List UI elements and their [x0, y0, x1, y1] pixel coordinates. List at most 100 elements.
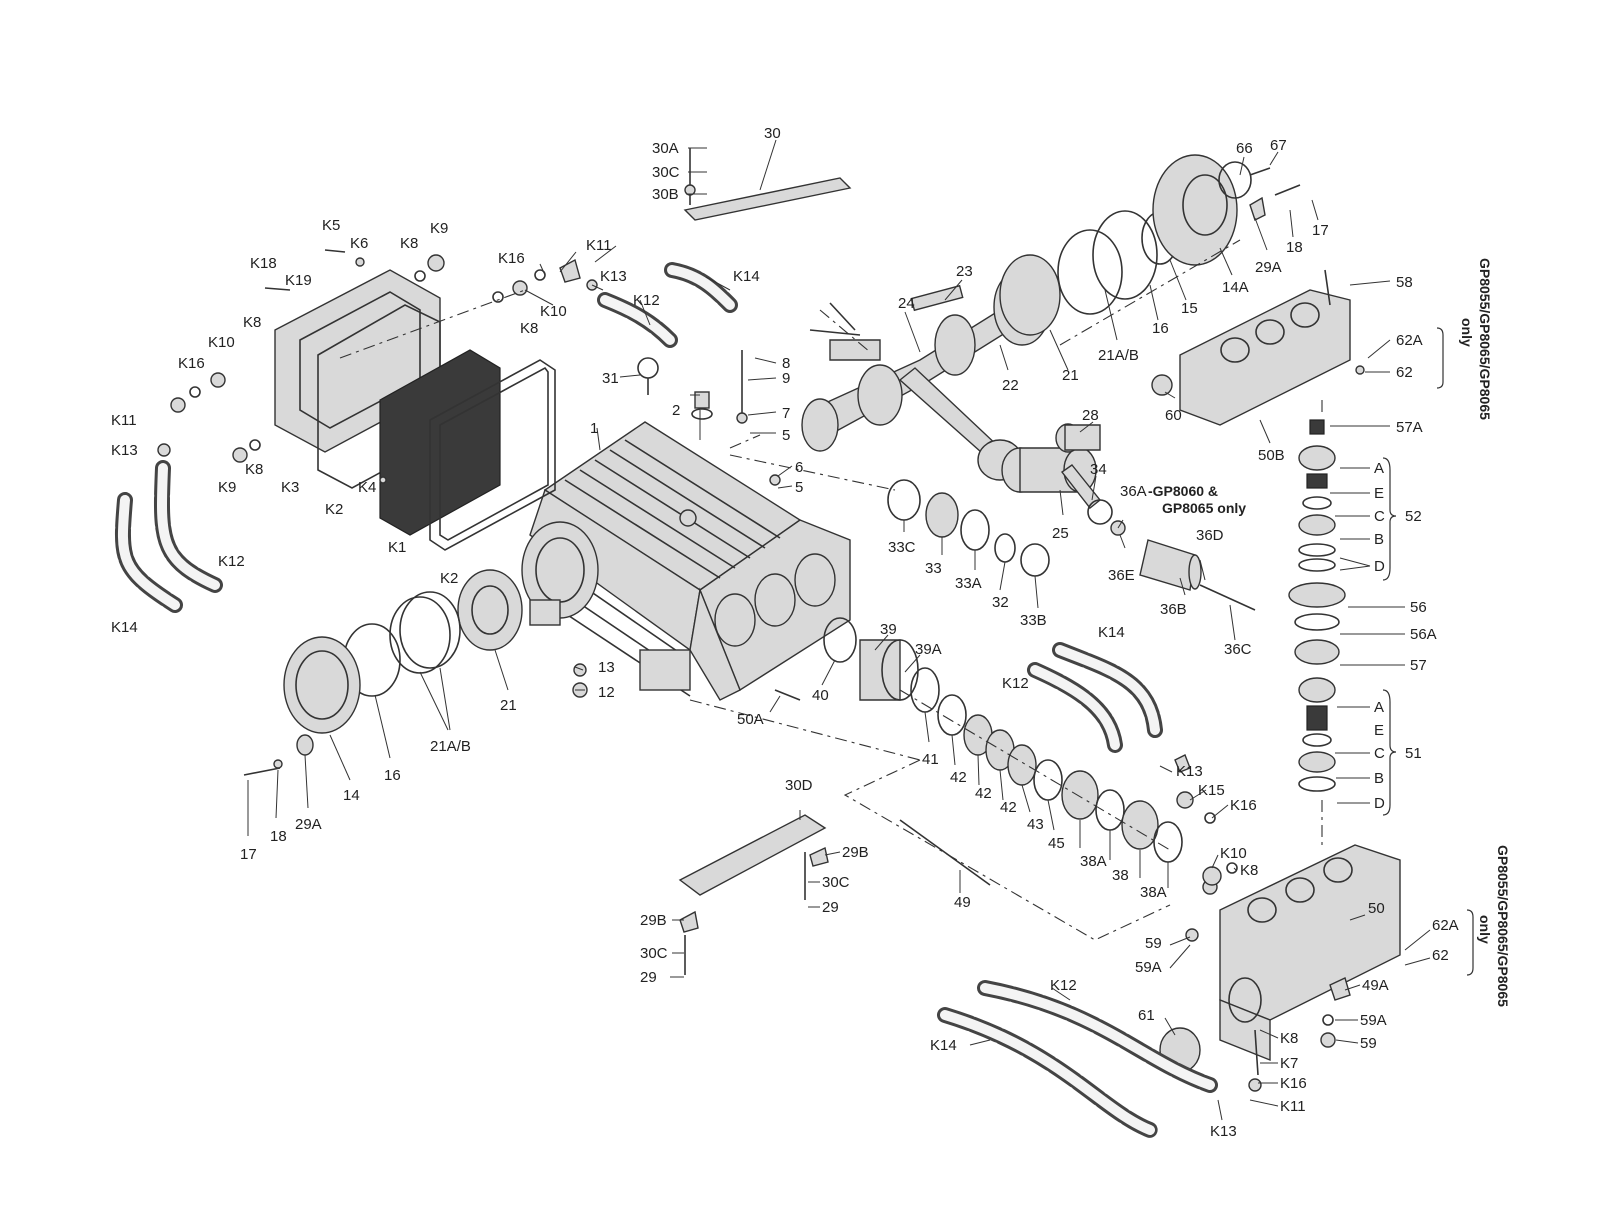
label-16: 16: [384, 767, 401, 784]
label-23: 23: [956, 263, 973, 280]
label-51-b: B: [1374, 770, 1384, 787]
packing-seals: [823, 479, 1183, 863]
label-42: 42: [975, 785, 992, 802]
label-45: 45: [1048, 835, 1065, 852]
crankcase-body: [521, 421, 851, 701]
label-32: 32: [992, 594, 1009, 611]
label-42: 42: [1000, 799, 1017, 816]
label-30c: 30C: [640, 945, 668, 962]
label-29b: 29B: [842, 844, 869, 861]
label-k12: K12: [218, 553, 245, 570]
label-k13: K13: [1210, 1123, 1237, 1140]
label-k9: K9: [218, 479, 236, 496]
label-k12: K12: [1050, 977, 1077, 994]
left-bearing-cover: [243, 569, 523, 776]
label-k14: K14: [111, 619, 138, 636]
label-24: 24: [898, 295, 915, 312]
label-57: 57: [1410, 657, 1427, 674]
label-k12: K12: [633, 292, 660, 309]
label-k8: K8: [1280, 1030, 1298, 1047]
valve-stack: [1288, 419, 1346, 792]
label-56: 56: [1410, 599, 1427, 616]
label-k2: K2: [325, 501, 343, 518]
label-30d: 30D: [785, 777, 813, 794]
label-21: 21: [500, 697, 517, 714]
label-56a: 56A: [1410, 626, 1437, 643]
mounting-brackets: [678, 148, 852, 975]
label-34: 34: [1090, 461, 1107, 478]
label-33: 33: [925, 560, 942, 577]
label-62a: 62A: [1396, 332, 1423, 349]
label-k14: K14: [1098, 624, 1125, 641]
label-59: 59: [1145, 935, 1162, 952]
label-k10: K10: [208, 334, 235, 351]
label-29: 29: [822, 899, 839, 916]
label-50b: 50B: [1258, 447, 1285, 464]
label-52-c: C: [1374, 508, 1385, 525]
label-62a: 62A: [1432, 917, 1459, 934]
side-note-bottom-line2: only: [1477, 915, 1493, 944]
label-k8: K8: [1240, 862, 1258, 879]
label-51: 51: [1405, 745, 1422, 762]
label-33c: 33C: [888, 539, 916, 556]
label-42: 42: [950, 769, 967, 786]
label-59a: 59A: [1360, 1012, 1387, 1029]
label-59a: 59A: [1135, 959, 1162, 976]
label-49a: 49A: [1362, 977, 1389, 994]
label-49: 49: [954, 894, 971, 911]
label-52-e: E: [1374, 485, 1384, 502]
label-62: 62: [1432, 947, 1449, 964]
label-36c: 36C: [1224, 641, 1252, 658]
label-28: 28: [1082, 407, 1099, 424]
label-9: 9: [782, 370, 790, 387]
label-k13: K13: [1176, 763, 1203, 780]
rear-cover-assembly: [274, 269, 556, 551]
label-k16: K16: [498, 250, 525, 267]
right-bearing-cover: [999, 154, 1301, 336]
label-67: 67: [1270, 137, 1287, 154]
label-29: 29: [640, 969, 657, 986]
label-k9: K9: [430, 220, 448, 237]
label-k8: K8: [245, 461, 263, 478]
label-29a: 29A: [295, 816, 322, 833]
assembly-centerlines: [339, 239, 1323, 941]
label-51-c: C: [1374, 745, 1385, 762]
label-22: 22: [1002, 377, 1019, 394]
label-57a: 57A: [1396, 419, 1423, 436]
part-drawings: [114, 148, 1401, 1138]
hoses: [114, 262, 1218, 1138]
label-51-d: D: [1374, 795, 1385, 812]
label-k6: K6: [350, 235, 368, 252]
label-k8: K8: [243, 314, 261, 331]
label-18: 18: [1286, 239, 1303, 256]
label-29a: 29A: [1255, 259, 1282, 276]
label-k12: K12: [1002, 675, 1029, 692]
label-k11: K11: [1280, 1098, 1306, 1115]
label-k8: K8: [520, 320, 538, 337]
label-21ab: 21A/B: [1098, 347, 1139, 364]
label-39a: 39A: [915, 641, 942, 658]
label-k13: K13: [111, 442, 138, 459]
label-k13: K13: [600, 268, 627, 285]
label-k5: K5: [322, 217, 340, 234]
label-k10: K10: [540, 303, 567, 320]
label-k8: K8: [400, 235, 418, 252]
label-39: 39: [880, 621, 897, 638]
label-38a: 38A: [1080, 853, 1107, 870]
label-8: 8: [782, 355, 790, 372]
label-k16: K16: [1280, 1075, 1307, 1092]
label-k11: K11: [586, 237, 612, 254]
label-1: 1: [590, 420, 598, 437]
label-38a: 38A: [1140, 884, 1167, 901]
label-k16: K16: [178, 355, 205, 372]
rear-fittings: [157, 249, 1238, 886]
label-14: 14: [343, 787, 360, 804]
label-52-b: B: [1374, 531, 1384, 548]
label-51-a: A: [1374, 699, 1384, 716]
label-33a: 33A: [955, 575, 982, 592]
label-21ab: 21A/B: [430, 738, 471, 755]
label-k19: K19: [285, 272, 312, 289]
label-36b: 36B: [1160, 601, 1187, 618]
label-31: 31: [602, 370, 619, 387]
